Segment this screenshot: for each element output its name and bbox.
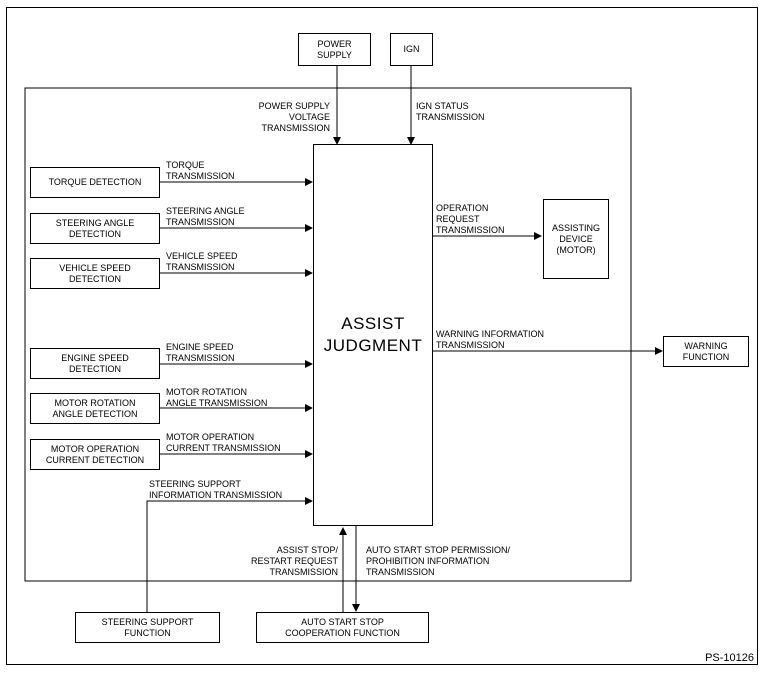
engine-speed-detection-text: ENGINE SPEED DETECTION xyxy=(61,352,129,374)
torque-detection-text: TORQUE DETECTION xyxy=(48,177,142,187)
vehicle-speed-detection-box: VEHICLE SPEED DETECTION xyxy=(30,258,160,289)
ign-text: IGN xyxy=(403,44,420,54)
ign-status-label: IGN STATUS TRANSMISSION xyxy=(416,101,485,122)
steering-angle-detection-text: STEERING ANGLE DETECTION xyxy=(55,217,135,239)
steering-support-information-label: STEERING SUPPORT INFORMATION TRANSMISSIO… xyxy=(149,479,283,500)
engine-speed-transmission-label: ENGINE SPEED TRANSMISSION xyxy=(166,342,235,363)
operation-request-label: OPERATION REQUEST TRANSMISSION xyxy=(436,203,505,235)
torque-transmission-label: TORQUE TRANSMISSION xyxy=(166,160,235,181)
ign-box: IGN xyxy=(390,33,433,66)
motor-rotation-angle-detection-text: MOTOR ROTATION ANGLE DETECTION xyxy=(52,397,138,419)
engine-speed-detection-box: ENGINE SPEED DETECTION xyxy=(30,348,160,379)
auto-start-stop-permission-label: AUTO START STOP PERMISSION/ PROHIBITION … xyxy=(366,545,511,577)
steering-angle-transmission-label: STEERING ANGLE TRANSMISSION xyxy=(166,206,245,227)
assist-judgment-box: ASSIST JUDGMENT xyxy=(313,144,433,526)
warning-information-label: WARNING INFORMATION TRANSMISSION xyxy=(436,329,544,350)
assist-stop-restart-label: ASSIST STOP/ RESTART REQUEST TRANSMISSIO… xyxy=(250,545,338,577)
steering-angle-detection-box: STEERING ANGLE DETECTION xyxy=(30,213,160,244)
steering-support-function-box: STEERING SUPPORT FUNCTION xyxy=(75,612,220,643)
assist-judgment-text: ASSIST JUDGMENT xyxy=(323,314,423,355)
control-unit-boundary xyxy=(24,87,632,582)
steering-support-arrow xyxy=(146,497,313,612)
auto-start-stop-cooperation-function-text: AUTO START STOP COOPERATION FUNCTION xyxy=(285,616,400,638)
motor-operation-current-detection-text: MOTOR OPERATION CURRENT DETECTION xyxy=(45,443,145,465)
assisting-device-box: ASSISTING DEVICE (MOTOR) xyxy=(543,199,609,279)
figure-code: PS-10126 xyxy=(705,652,754,664)
warning-function-text: WARNING FUNCTION xyxy=(682,340,730,362)
diagram-frame xyxy=(6,7,758,665)
motor-rotation-angle-transmission-label: MOTOR ROTATION ANGLE TRANSMISSION xyxy=(166,387,268,408)
vehicle-speed-transmission-label: VEHICLE SPEED TRANSMISSION xyxy=(166,251,238,272)
power-supply-voltage-label: POWER SUPPLY VOLTAGE TRANSMISSION xyxy=(258,101,330,133)
assisting-device-text: ASSISTING DEVICE (MOTOR) xyxy=(551,222,600,255)
power-supply-box: POWER SUPPLY xyxy=(298,33,371,66)
vehicle-speed-detection-text: VEHICLE SPEED DETECTION xyxy=(59,262,131,284)
warning-function-box: WARNING FUNCTION xyxy=(663,336,749,367)
power-supply-text: POWER SUPPLY xyxy=(317,38,352,60)
motor-operation-current-detection-box: MOTOR OPERATION CURRENT DETECTION xyxy=(30,439,160,470)
motor-rotation-angle-detection-box: MOTOR ROTATION ANGLE DETECTION xyxy=(30,393,160,424)
auto-start-stop-cooperation-function-box: AUTO START STOP COOPERATION FUNCTION xyxy=(256,612,429,643)
torque-detection-box: TORQUE DETECTION xyxy=(30,167,160,198)
steering-support-function-text: STEERING SUPPORT FUNCTION xyxy=(101,616,194,638)
motor-operation-current-transmission-label: MOTOR OPERATION CURRENT TRANSMISSION xyxy=(166,432,281,453)
